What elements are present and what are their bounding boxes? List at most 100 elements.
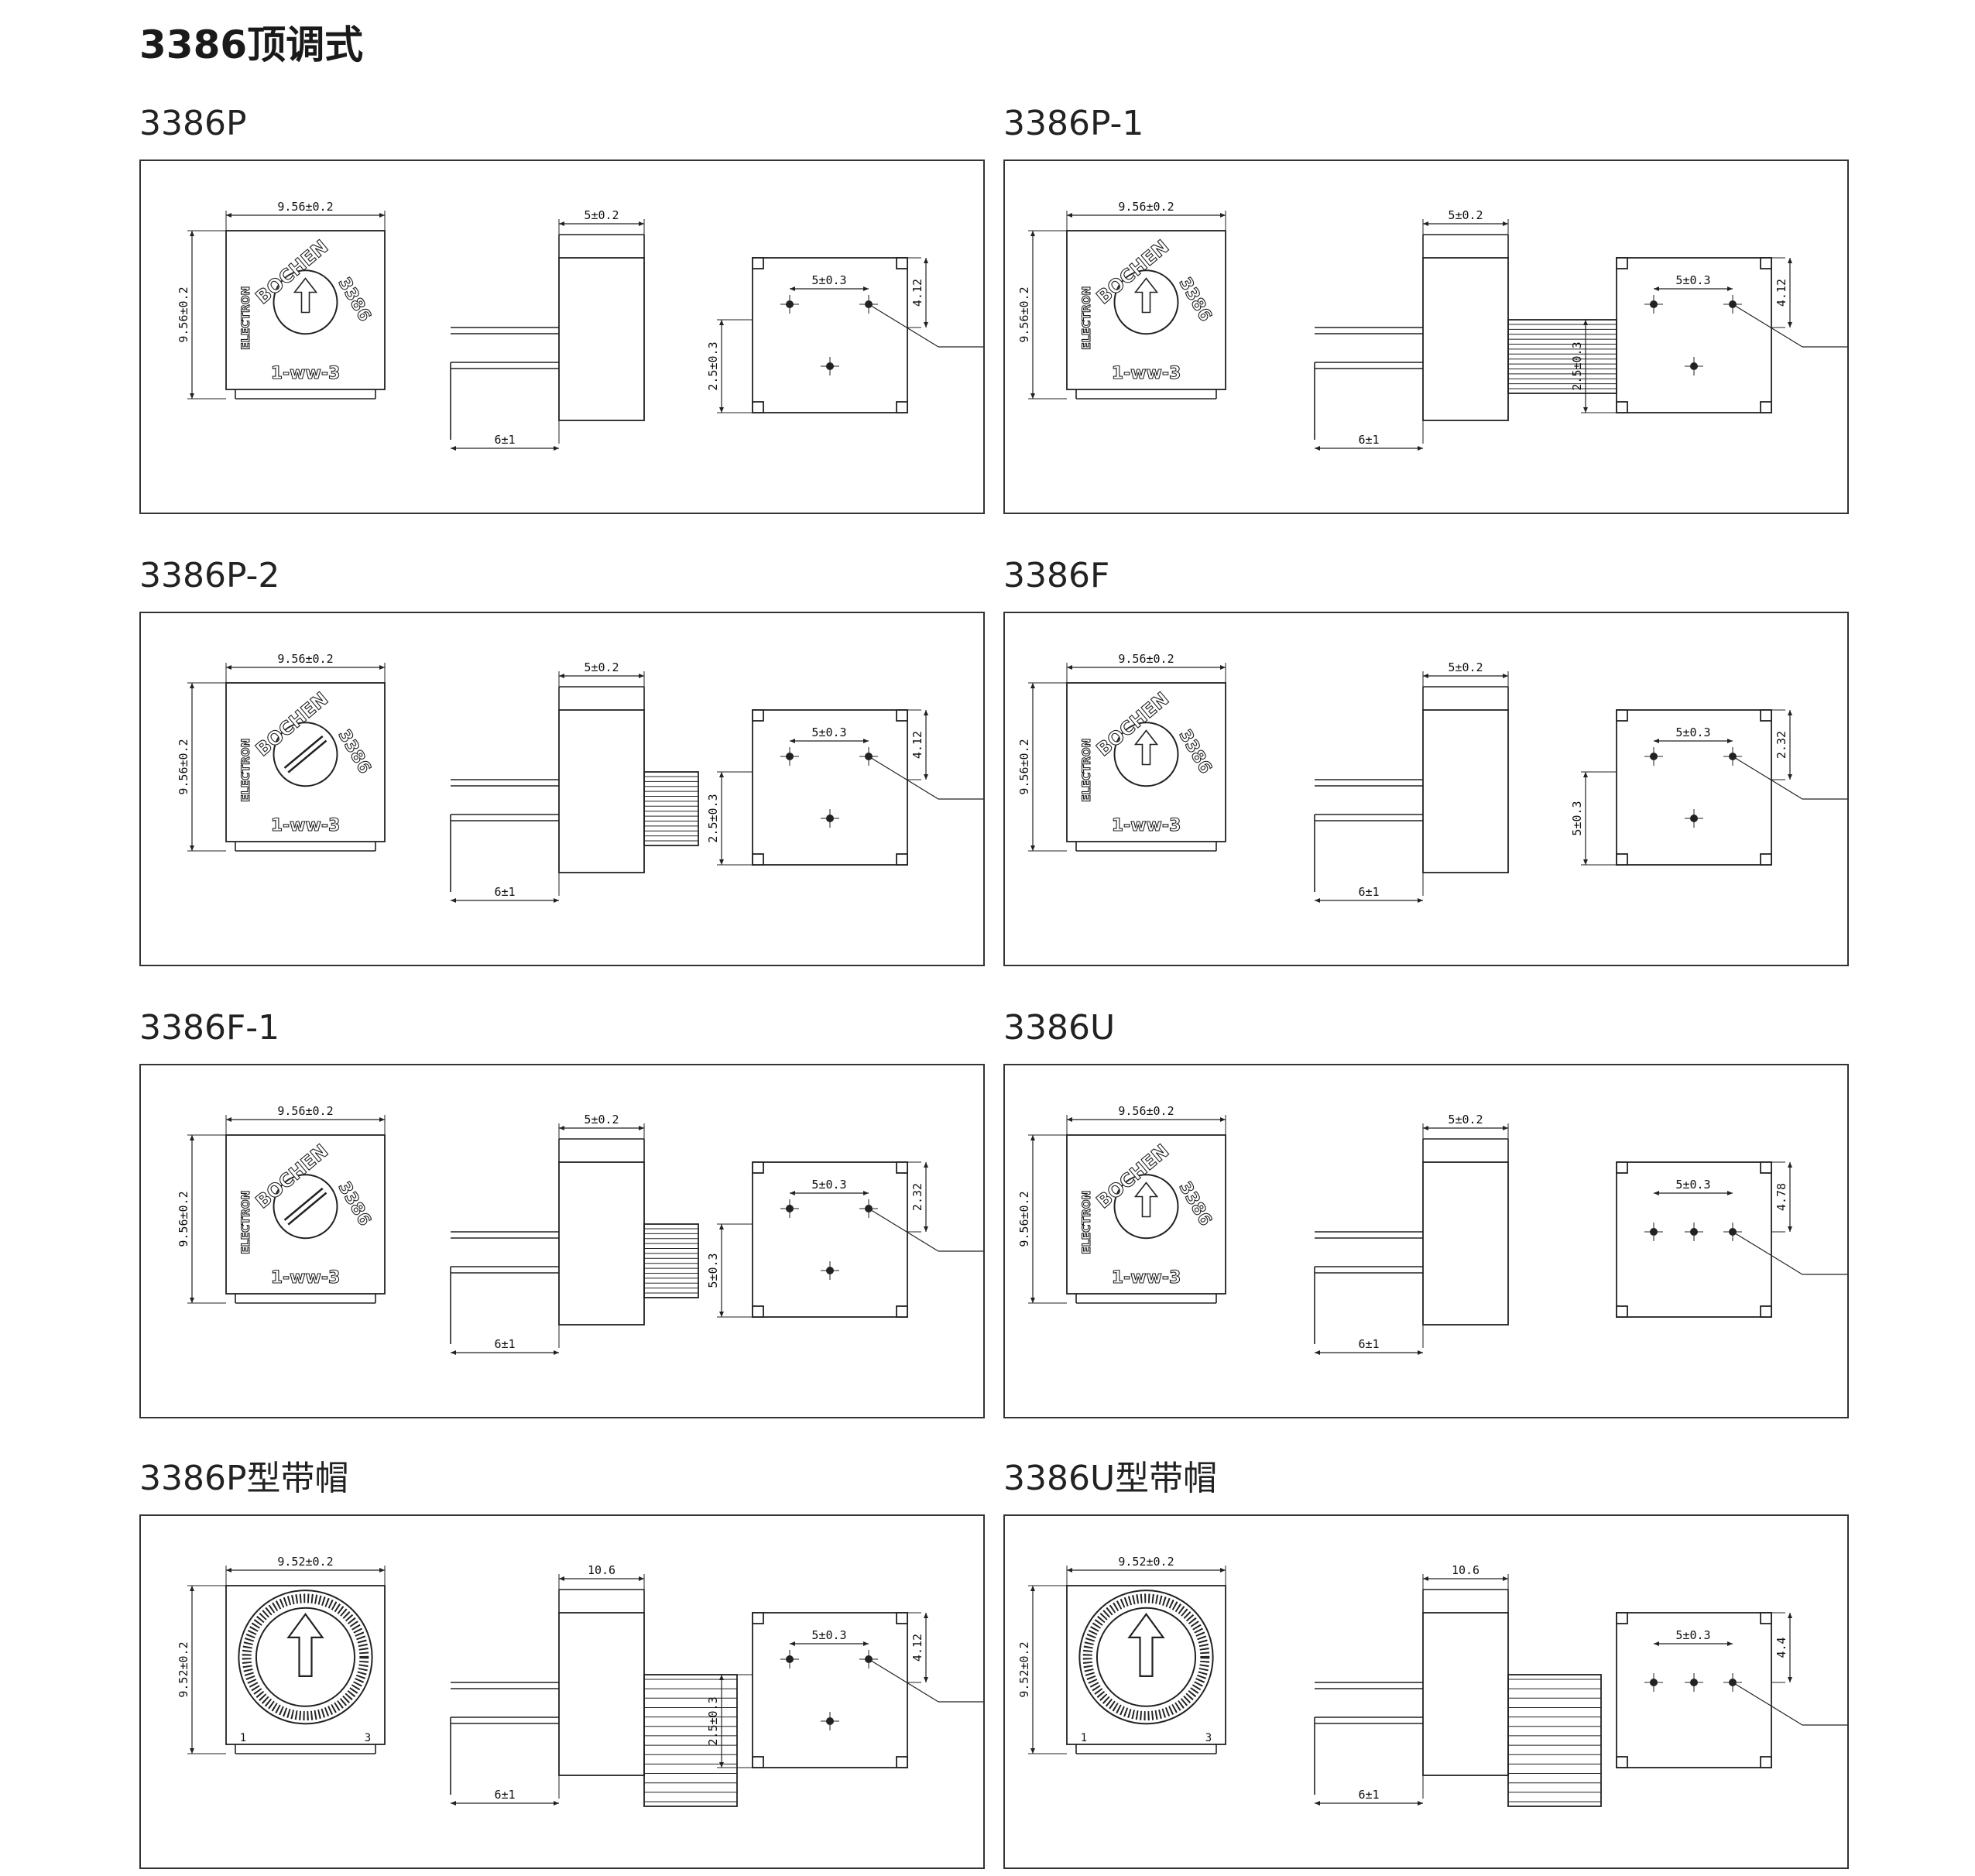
pin-1-label: 1	[240, 1732, 246, 1744]
dimension-arrow	[226, 665, 231, 670]
dimension-arrow	[1788, 1162, 1792, 1168]
dimension-arrow	[1423, 1126, 1428, 1130]
front-view-body	[225, 682, 386, 842]
footprint-corner	[1616, 709, 1628, 722]
dimension-arrow	[1654, 1641, 1659, 1646]
dimension-arrow	[1788, 322, 1792, 328]
dimension-arrow	[1788, 1677, 1792, 1682]
dimension-arrow	[559, 221, 564, 226]
dimension-arrow	[554, 1350, 559, 1355]
pitch-dimension: 5±0.3	[1675, 1178, 1710, 1192]
footprint-corner	[1760, 401, 1772, 413]
dimension-arrow	[719, 1312, 724, 1317]
marking-model: 3386	[1174, 274, 1215, 325]
footprint-corner	[752, 401, 764, 413]
section-title: 3386U型带帽	[1003, 1459, 1218, 1498]
dimension-arrow	[1503, 221, 1508, 226]
offset-dimension: 4.12	[1774, 279, 1788, 307]
depth-dimension: 5±0.2	[1448, 1113, 1483, 1127]
dimension-arrow	[554, 446, 559, 451]
dimension-arrow	[1067, 665, 1072, 670]
dimension-arrow	[1788, 258, 1792, 263]
dimension-arrow	[924, 258, 928, 263]
marking-model: 3386	[334, 726, 374, 777]
side-view-body	[1422, 1612, 1509, 1776]
front-view-body	[1066, 682, 1226, 842]
footprint-corner	[896, 709, 908, 722]
marking-model: 3386	[334, 274, 374, 325]
width-dimension: 9.52±0.2	[277, 1555, 333, 1569]
side-view-body	[1422, 257, 1509, 421]
dimension-arrow	[226, 213, 231, 218]
arrow-up-icon	[286, 1613, 324, 1677]
leader-line	[868, 1208, 939, 1252]
footprint-outline	[1616, 1161, 1772, 1318]
dimension-arrow	[639, 1576, 644, 1581]
dimension-arrow	[190, 1586, 194, 1591]
width-dimension: 9.56±0.2	[1118, 1104, 1174, 1118]
dimension-arrow	[1030, 1135, 1035, 1140]
footprint-outline	[752, 257, 908, 413]
front-view-body	[225, 230, 386, 390]
dimension-arrow	[1030, 231, 1035, 236]
depth-dimension: 5±0.2	[584, 660, 619, 674]
side-view-body	[1422, 1161, 1509, 1326]
dimension-arrow	[1423, 1576, 1428, 1581]
height-dimension: 9.56±0.2	[1017, 1191, 1031, 1247]
height-dimension: 9.52±0.2	[177, 1641, 190, 1697]
shaft	[1507, 1674, 1602, 1807]
marking-electron: ELECTRON	[240, 739, 252, 802]
dimension-arrow	[719, 407, 724, 413]
dimension-arrow	[451, 1801, 456, 1806]
dimension-arrow	[1788, 1226, 1792, 1232]
footprint-corner	[752, 1305, 764, 1318]
pin-length-dimension: 6±1	[494, 885, 515, 899]
dimension-arrow	[1654, 286, 1659, 291]
dimension-arrow	[719, 1224, 724, 1230]
footprint-corner	[1616, 1612, 1628, 1624]
dimension-arrow	[1030, 1586, 1035, 1591]
dimension-arrow	[379, 1117, 385, 1122]
dimension-arrow	[719, 1762, 724, 1768]
leader-line	[1732, 1231, 1803, 1275]
knob-knurl	[1082, 1593, 1210, 1721]
dimension-arrow	[790, 286, 795, 291]
width-dimension: 9.56±0.2	[277, 652, 333, 666]
width-dimension: 9.56±0.2	[1118, 200, 1174, 214]
marking-electron: ELECTRON	[240, 1191, 252, 1254]
dimension-arrow	[1727, 1641, 1733, 1646]
dimension-arrow	[1654, 739, 1659, 743]
footprint-corner	[752, 1612, 764, 1624]
dimension-arrow	[451, 898, 456, 903]
row-dimension: 5±0.3	[706, 1253, 720, 1288]
dimension-arrow	[1788, 1613, 1792, 1618]
pin-3-label: 3	[1205, 1732, 1212, 1744]
knob-cap-outer	[238, 1590, 373, 1725]
pin-3-label: 3	[365, 1732, 371, 1744]
dimension-arrow	[1583, 772, 1588, 777]
footprint-corner	[896, 1161, 908, 1174]
dimension-arrow	[190, 845, 194, 851]
section-title: 3386U	[1003, 1008, 1116, 1048]
dimension-arrow	[1423, 221, 1428, 226]
width-dimension: 9.56±0.2	[277, 1104, 333, 1118]
dimension-arrow	[719, 320, 724, 325]
pin-length-dimension: 6±1	[494, 1337, 515, 1351]
dimension-arrow	[190, 1135, 194, 1140]
offset-dimension: 4.12	[910, 731, 924, 759]
depth-dimension: 5±0.2	[584, 208, 619, 222]
footprint-corner	[1760, 1612, 1772, 1624]
dimension-arrow	[1315, 898, 1320, 903]
offset-dimension: 4.4	[1774, 1637, 1788, 1658]
shaft	[1507, 319, 1617, 394]
section-title: 3386P	[139, 104, 247, 143]
dimension-arrow	[190, 683, 194, 688]
dimension-arrow	[1030, 845, 1035, 851]
